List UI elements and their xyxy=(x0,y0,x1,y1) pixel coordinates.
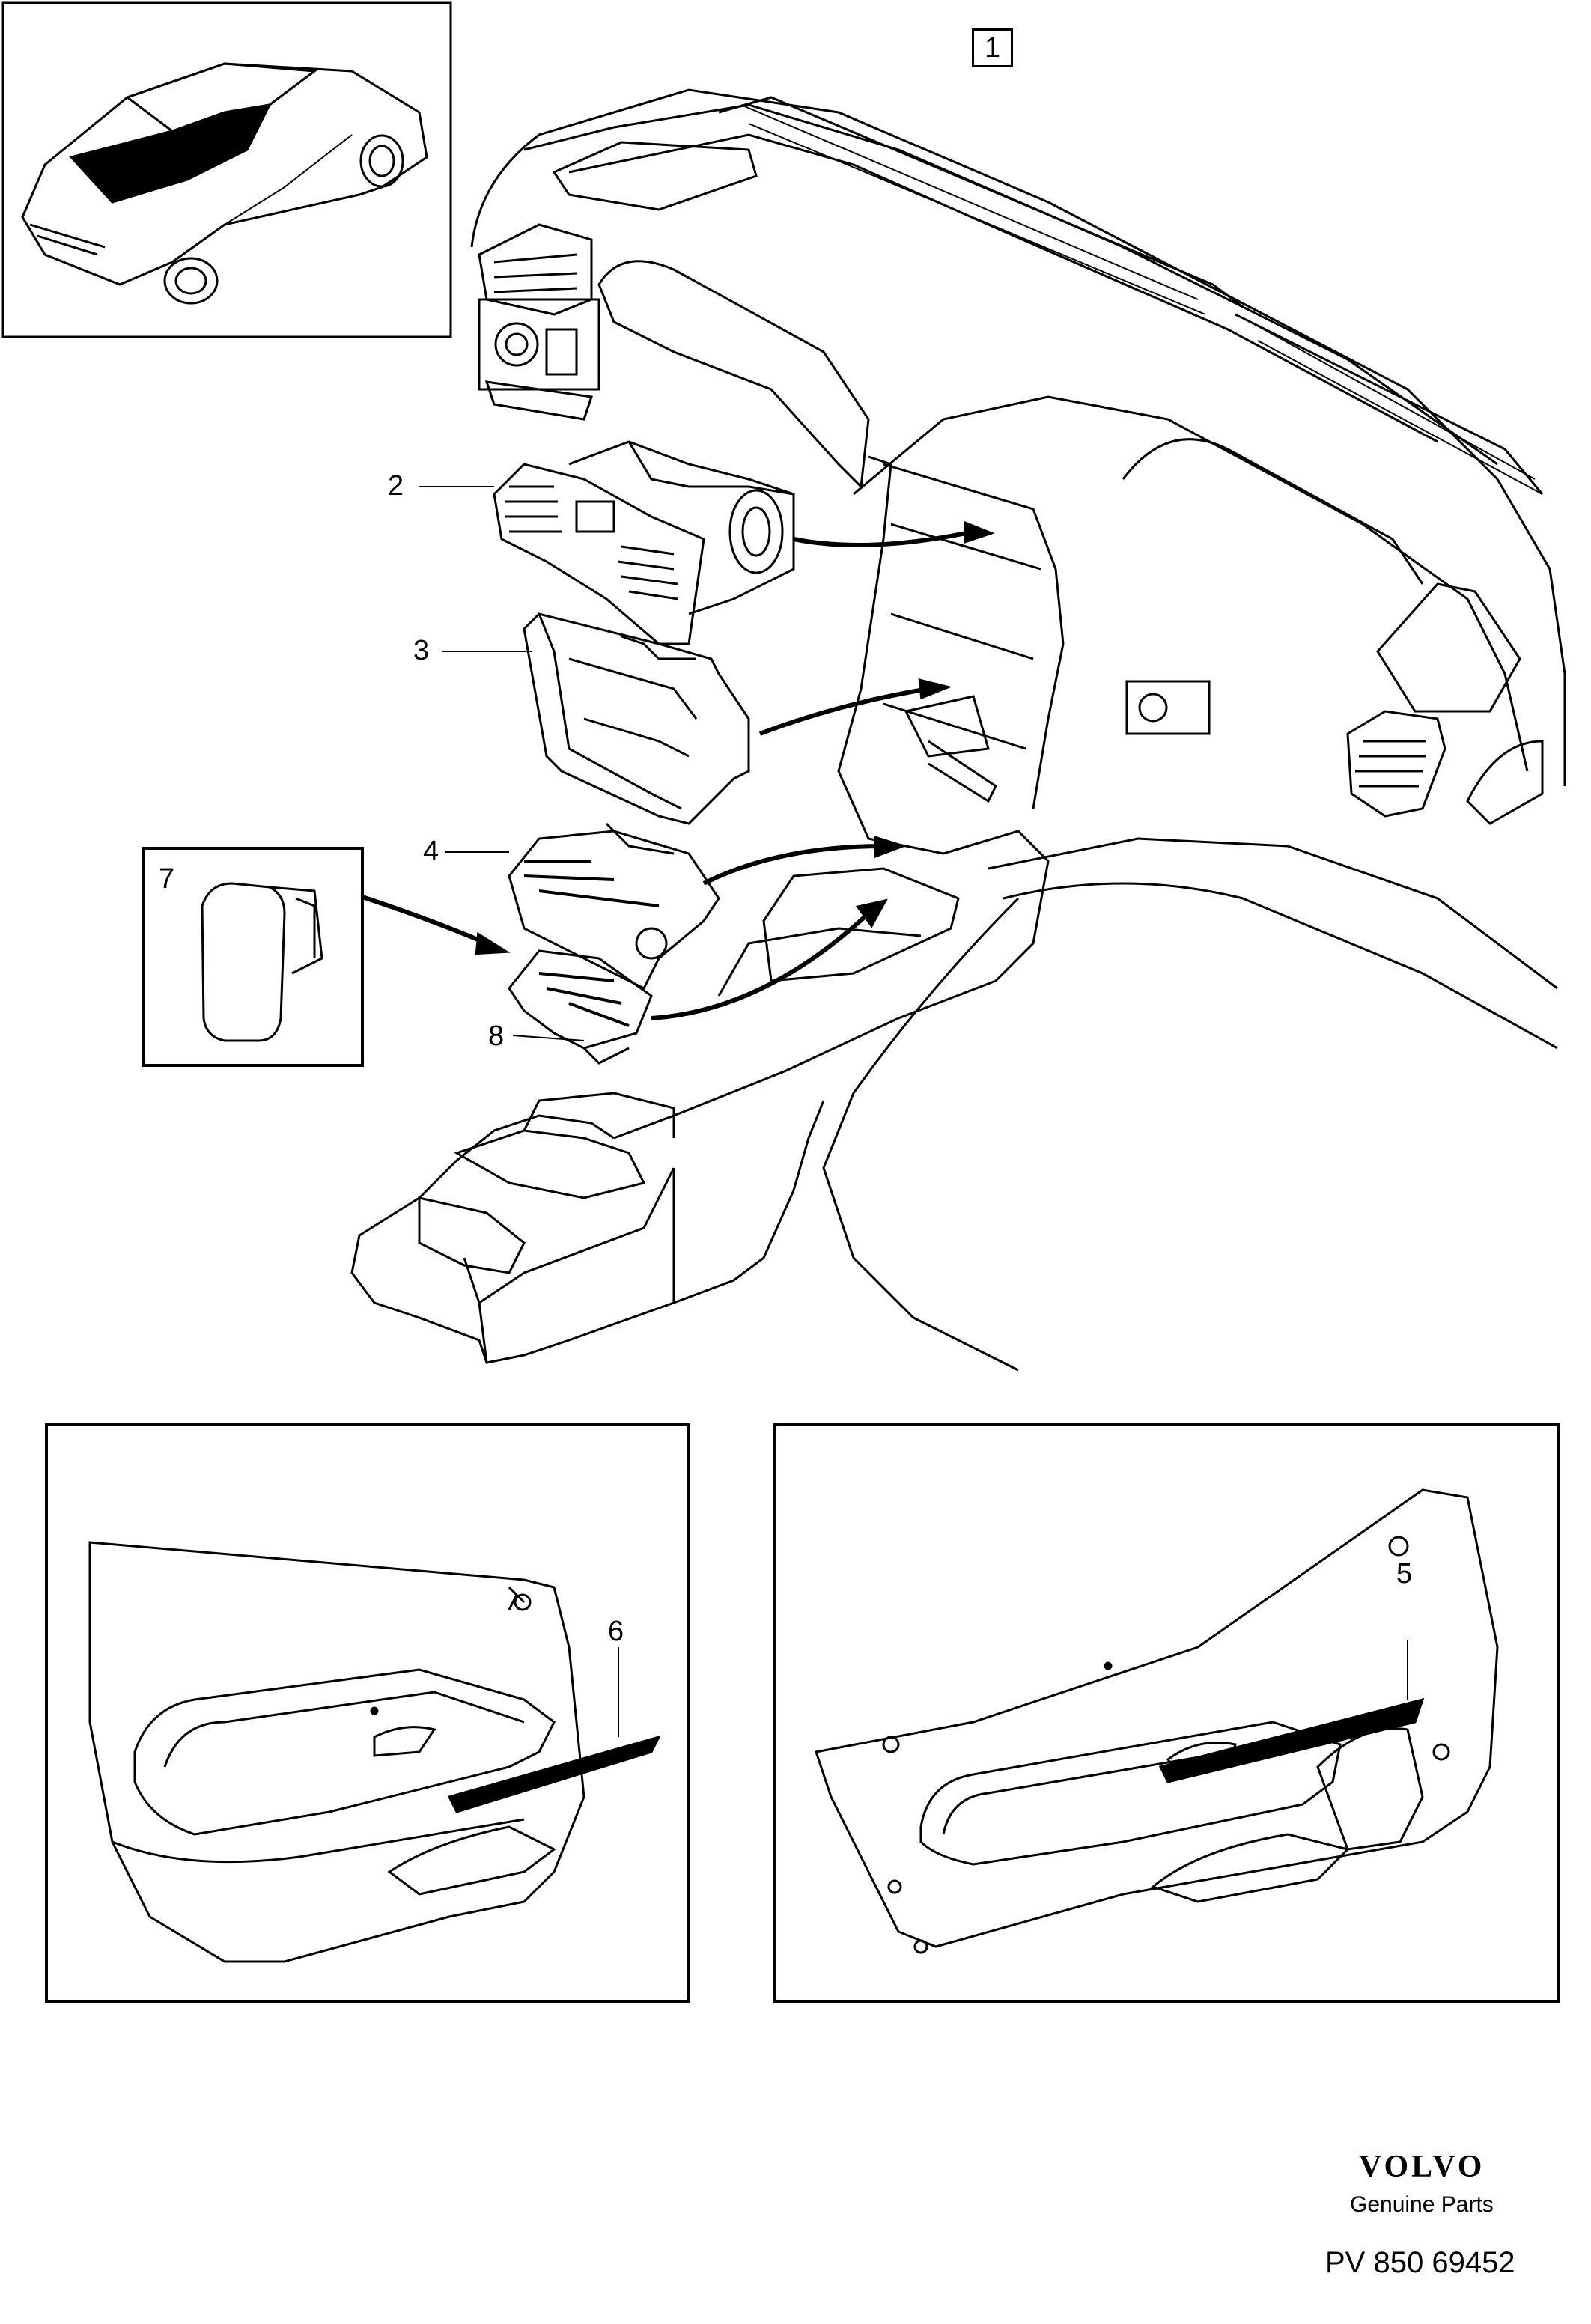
brand-subtitle: Genuine Parts xyxy=(1350,2192,1494,2217)
leader-lines xyxy=(419,486,585,1041)
callout-1: 1 xyxy=(972,28,1014,67)
callout-5: 5 xyxy=(1396,1558,1413,1590)
callout-6: 6 xyxy=(608,1616,624,1647)
brand-logo: VOLVO xyxy=(1359,2150,1485,2184)
callout-7: 7 xyxy=(159,863,175,895)
callout-8: 8 xyxy=(488,1020,505,1052)
part-lower-panel xyxy=(508,949,653,1065)
part-center-vent xyxy=(493,440,795,645)
part-bracket-frame xyxy=(523,612,750,825)
arrows xyxy=(362,520,995,1020)
part-7-detail-box xyxy=(142,847,364,1067)
callout-4: 4 xyxy=(423,836,439,867)
callout-3: 3 xyxy=(413,635,430,666)
callout-2: 2 xyxy=(388,470,404,502)
car-overview-inset xyxy=(1,1,452,338)
front-door-panel-box xyxy=(773,1423,1560,2003)
rear-door-panel-box xyxy=(45,1423,690,2003)
part-storage-tray xyxy=(508,822,720,991)
dashboard xyxy=(350,88,1566,1372)
diagram-code: PV 850 69452 xyxy=(1325,2246,1515,2279)
